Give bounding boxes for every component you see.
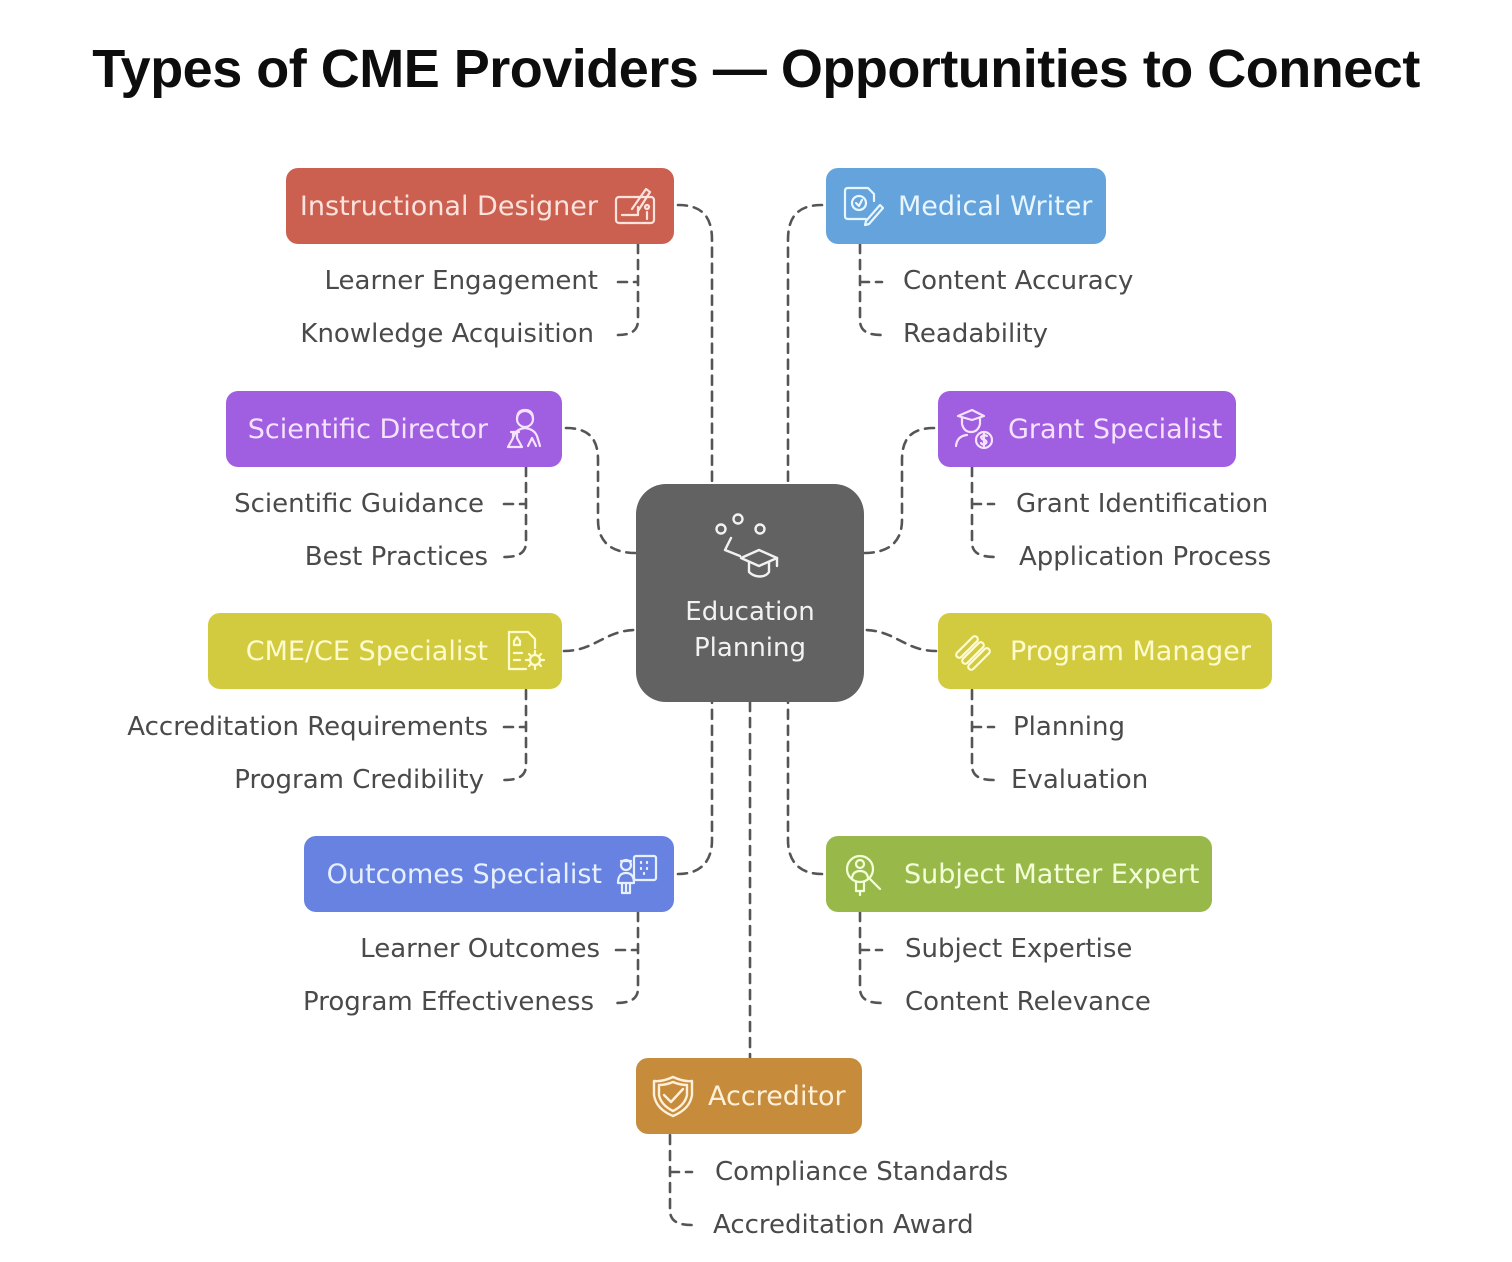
node-label: CME/CE Specialist bbox=[245, 635, 488, 667]
linked-bars-icon bbox=[950, 628, 996, 674]
node-accreditor[interactable]: Accreditor bbox=[636, 1058, 862, 1134]
sub-item: Content Relevance bbox=[905, 987, 1151, 1017]
sub-item: Knowledge Acquisition bbox=[300, 319, 594, 349]
node-scientific-director[interactable]: Scientific Director bbox=[226, 391, 562, 467]
node-label: Instructional Designer bbox=[299, 190, 598, 222]
bracket-cme-ce-specialist bbox=[502, 688, 528, 782]
node-cme-ce-specialist[interactable]: CME/CE Specialist bbox=[208, 613, 562, 689]
connector-medical-writer bbox=[786, 203, 824, 486]
sub-item: Scientific Guidance bbox=[234, 489, 484, 519]
connector-outcomes-specialist bbox=[676, 700, 714, 876]
document-gear-icon bbox=[502, 628, 548, 674]
node-label: Grant Specialist bbox=[1008, 413, 1223, 445]
sub-item: Best Practices bbox=[304, 542, 488, 572]
shield-check-icon bbox=[650, 1073, 696, 1119]
node-label: Subject Matter Expert bbox=[904, 858, 1200, 890]
node-program-manager[interactable]: Program Manager bbox=[938, 613, 1272, 689]
node-label: Outcomes Specialist bbox=[326, 858, 602, 890]
center-node-education-planning[interactable]: Education Planning bbox=[636, 484, 864, 702]
bracket-grant-specialist bbox=[970, 465, 998, 559]
bracket-program-manager bbox=[970, 688, 996, 782]
sub-item: Application Process bbox=[1019, 542, 1272, 572]
document-pen-icon bbox=[840, 183, 886, 229]
node-instructional-designer[interactable]: Instructional Designer bbox=[286, 168, 674, 244]
connector-grant-specialist bbox=[862, 426, 936, 555]
sub-item: Program Effectiveness bbox=[303, 987, 594, 1017]
sub-item: Accreditation Award bbox=[713, 1210, 974, 1240]
sub-item: Learner Outcomes bbox=[360, 934, 600, 964]
design-tablet-icon bbox=[612, 183, 658, 229]
sub-item: Content Accuracy bbox=[903, 266, 1134, 296]
node-outcomes-specialist[interactable]: Outcomes Specialist bbox=[304, 836, 674, 912]
node-label: Program Manager bbox=[1010, 635, 1251, 667]
diagram-title: Types of CME Providers — Opportunities t… bbox=[92, 39, 1420, 99]
presenter-board-icon bbox=[614, 851, 660, 897]
node-label: Medical Writer bbox=[898, 190, 1093, 222]
sub-item: Planning bbox=[1013, 712, 1125, 742]
node-grant-specialist[interactable]: Grant Specialist bbox=[938, 391, 1236, 467]
sub-item: Grant Identification bbox=[1016, 489, 1269, 519]
connector-instructional-designer bbox=[676, 203, 714, 486]
sub-item: Readability bbox=[903, 319, 1049, 349]
education-planning-icon bbox=[715, 513, 779, 578]
expert-search-icon bbox=[840, 851, 886, 897]
bracket-outcomes-specialist bbox=[614, 910, 640, 1005]
sub-item: Program Credibility bbox=[234, 765, 484, 795]
node-medical-writer[interactable]: Medical Writer bbox=[826, 168, 1106, 244]
bracket-subject-matter-expert bbox=[858, 910, 884, 1005]
bracket-accreditor bbox=[668, 1133, 694, 1227]
bracket-medical-writer bbox=[858, 242, 884, 337]
sub-item: Learner Engagement bbox=[324, 266, 598, 296]
sub-item: Accreditation Requirements bbox=[127, 712, 488, 742]
connector-program-manager bbox=[862, 628, 938, 653]
sub-item: Compliance Standards bbox=[715, 1157, 1009, 1187]
center-node-label: Education Planning bbox=[685, 597, 815, 663]
bracket-instructional-designer bbox=[616, 242, 640, 337]
connector-cme-ce-specialist bbox=[562, 628, 638, 653]
bracket-scientific-director bbox=[502, 465, 528, 559]
node-label: Accreditor bbox=[708, 1080, 846, 1112]
connector-subject-matter-expert bbox=[786, 700, 824, 876]
scientist-flask-icon bbox=[502, 406, 548, 452]
node-subject-matter-expert[interactable]: Subject Matter Expert bbox=[826, 836, 1212, 912]
connector-scientific-director bbox=[564, 426, 638, 555]
sub-item: Evaluation bbox=[1011, 765, 1149, 795]
node-label: Scientific Director bbox=[247, 413, 488, 445]
sub-item: Subject Expertise bbox=[905, 934, 1133, 964]
person-dollar-icon bbox=[950, 406, 996, 452]
